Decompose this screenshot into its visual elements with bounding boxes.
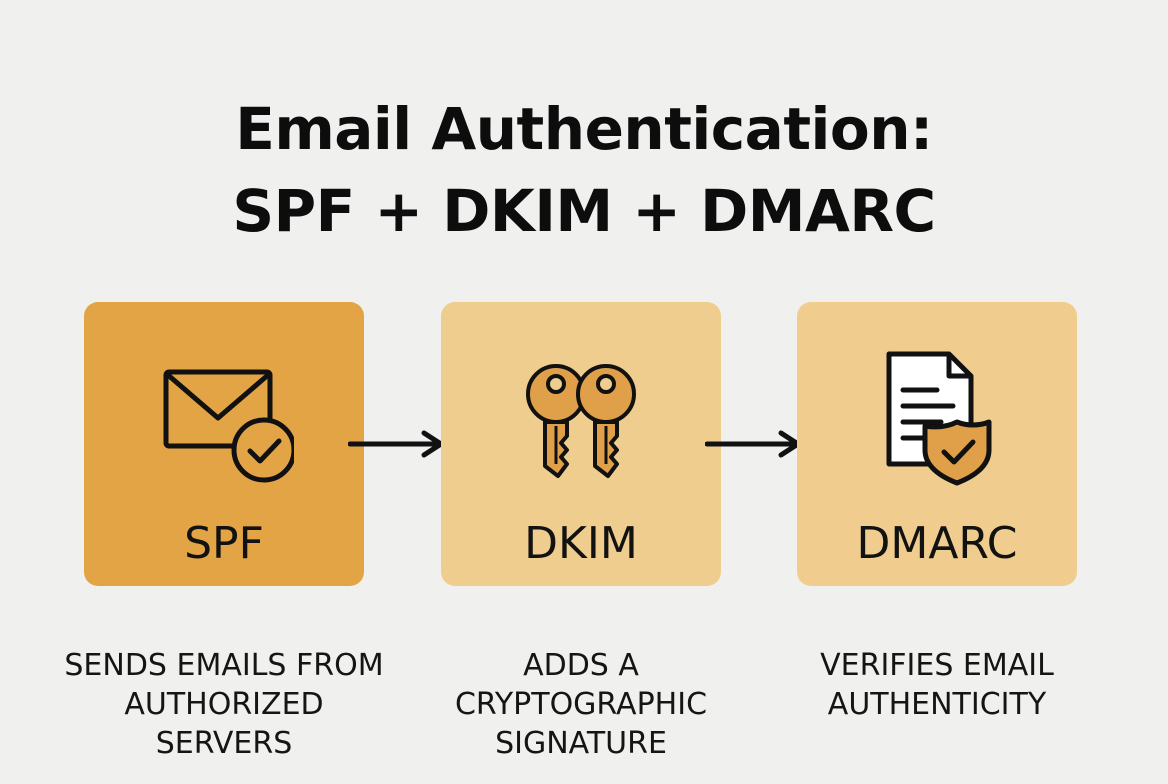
key-right-icon (576, 364, 636, 478)
spf-description-line: SENDS EMAILS FROM (64, 648, 384, 683)
spf-card: SPF (84, 302, 364, 586)
spf-description-line: SERVERS (155, 726, 293, 761)
dmarc-card: DMARC (797, 302, 1077, 586)
dmarc-description-line: VERIFIES EMAIL (820, 648, 1054, 683)
dmarc-label: DMARC (856, 518, 1018, 569)
spf-label: SPF (184, 518, 264, 569)
dkim-description-line: SIGNATURE (495, 726, 667, 761)
arrow-spf-to-dkim (348, 430, 444, 458)
page-title: Email Authentication: SPF + DKIM + DMARC (0, 88, 1168, 252)
key-left-icon (526, 364, 586, 478)
title-line-1: Email Authentication: (235, 95, 933, 163)
spf-description: SENDS EMAILS FROM AUTHORIZED SERVERS (44, 646, 404, 763)
dkim-label: DKIM (524, 518, 638, 569)
dmarc-description: VERIFIES EMAIL AUTHENTICITY (757, 646, 1117, 724)
title-line-2: SPF + DKIM + DMARC (232, 177, 936, 245)
dkim-card: DKIM (441, 302, 721, 586)
dkim-description-line: CRYPTOGRAPHIC (454, 687, 708, 722)
dmarc-description-line: AUTHENTICITY (827, 687, 1047, 722)
envelope-check-icon (163, 369, 294, 483)
dkim-description: ADDS A CRYPTOGRAPHIC SIGNATURE (401, 646, 761, 763)
dkim-description-line: ADDS A (523, 648, 639, 683)
arrow-dkim-to-dmarc (705, 430, 801, 458)
spf-description-line: AUTHORIZED (124, 687, 324, 722)
document-shield-icon (886, 351, 992, 486)
keys-icon (526, 364, 636, 478)
